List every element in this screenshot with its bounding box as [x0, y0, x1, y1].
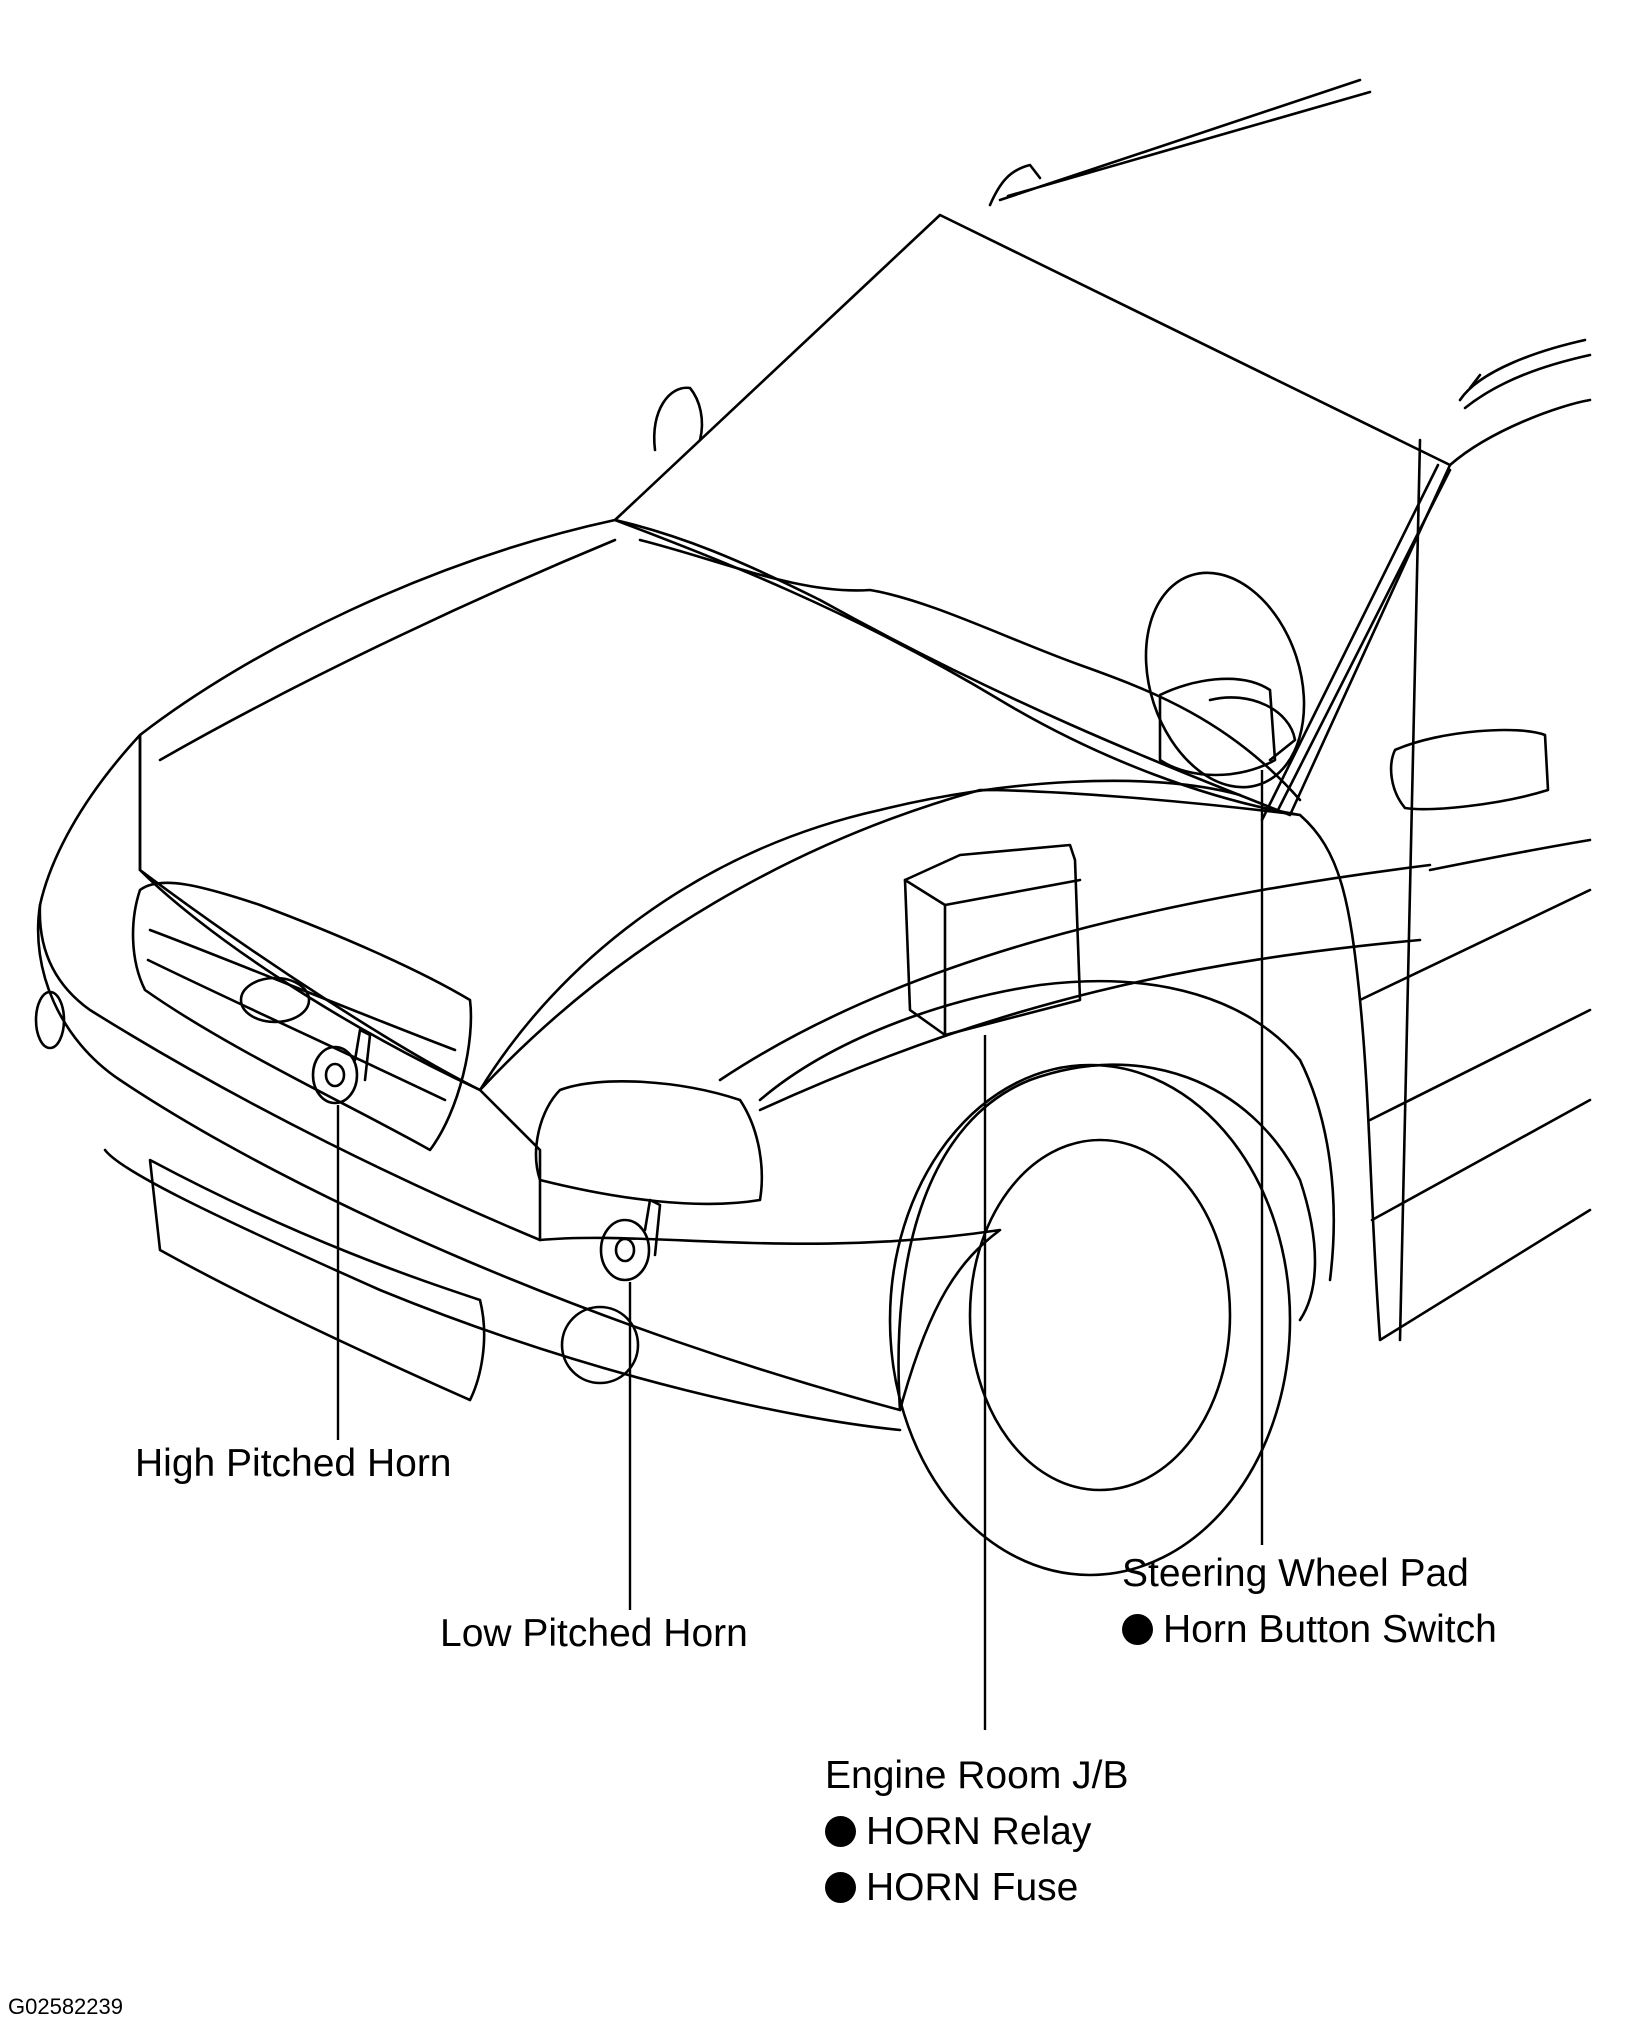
grille-slat: [146, 928, 457, 1102]
label-low-pitched-horn: Low Pitched Horn: [440, 1612, 748, 1655]
low-horn-drawing: [599, 1218, 651, 1282]
left-fog-lamp: [34, 990, 66, 1050]
hood: [138, 518, 1302, 1092]
figure-id: G02582239: [8, 1994, 123, 2019]
bullet-icon: [825, 1816, 856, 1847]
jb-box: [903, 843, 1082, 1037]
high-horn-drawing: [311, 1045, 359, 1105]
roof-rail: [988, 78, 1372, 207]
side-body: [1298, 813, 1592, 1342]
jb-lid: [903, 878, 1082, 1037]
label-horn-relay: HORN Relay: [866, 1810, 1092, 1853]
label-horn-fuse: HORN Fuse: [866, 1866, 1079, 1909]
label-horn-button-switch-row: Horn Button Switch: [1122, 1610, 1497, 1649]
cowl: [638, 538, 1302, 802]
a-pillar: [1260, 463, 1452, 822]
lower-intake: [148, 1158, 486, 1402]
label-engine-room-jb: Engine Room J/B: [825, 1754, 1129, 1797]
fog-lamp: [560, 1305, 640, 1385]
left-mirror: [652, 386, 704, 452]
fender-line: [718, 863, 1432, 1082]
windshield: [613, 213, 1452, 817]
front-body: [38, 733, 542, 1242]
hood-crease: [158, 538, 1242, 1092]
bullet-icon: [1122, 1614, 1153, 1645]
steering-pad: [1158, 677, 1277, 777]
column: [1208, 696, 1297, 762]
front-fender: [758, 979, 1336, 1282]
windshield-inner: [1448, 398, 1592, 467]
bumper: [36, 903, 1002, 1412]
steering-wheel: [1144, 571, 1306, 789]
low-horn-center: [614, 1237, 636, 1263]
side-crease: [758, 938, 1422, 1112]
label-horn-relay-row: HORN Relay: [825, 1812, 1091, 1851]
side-mirror: [1389, 728, 1550, 811]
high-horn-bracket: [353, 1028, 372, 1082]
label-horn-button-switch: Horn Button Switch: [1163, 1608, 1497, 1651]
door-line: [1398, 438, 1592, 1342]
label-steering-wheel-pad: Steering Wheel Pad: [1122, 1552, 1469, 1595]
headlight: [534, 1080, 764, 1206]
high-horn-center: [324, 1062, 346, 1088]
bumper-lower: [103, 1148, 902, 1432]
rear-roof-rail: [1458, 338, 1592, 410]
bullet-icon: [825, 1872, 856, 1903]
label-horn-fuse-row: HORN Fuse: [825, 1868, 1078, 1907]
rim: [968, 1138, 1232, 1492]
emblem: [239, 976, 311, 1024]
grille: [131, 881, 473, 1152]
wheel-arch: [897, 1063, 1317, 1412]
label-high-pitched-horn: High Pitched Horn: [135, 1442, 452, 1485]
low-horn-bracket: [643, 1198, 662, 1257]
